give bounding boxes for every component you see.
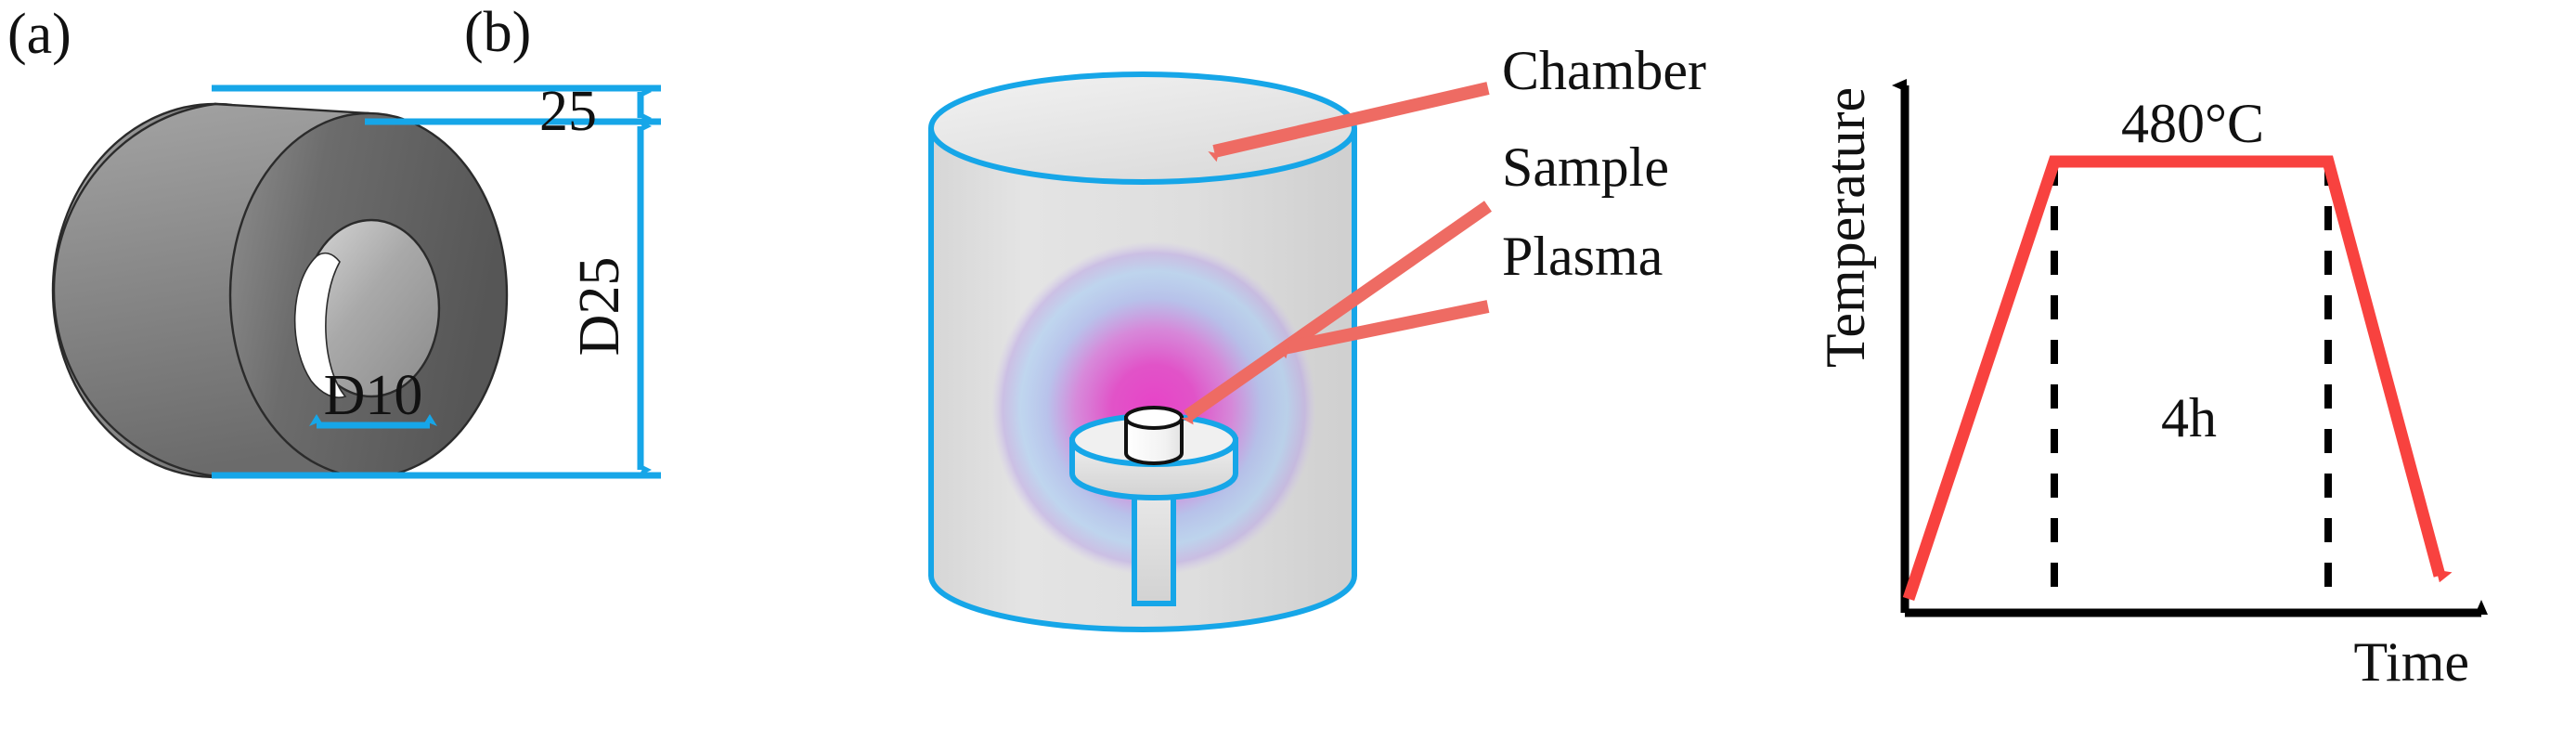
dimension-extension-lines — [212, 84, 661, 125]
chart-y-axis-label: Temperature — [1815, 87, 1876, 368]
dimension-d25: D25 — [212, 120, 661, 479]
d25-label: D25 — [568, 257, 631, 357]
dimension-d10: D10 — [309, 364, 437, 429]
callout-arrow-plasma — [1277, 300, 1490, 359]
panel-a-ring-drawing: D10 25 D25 — [51, 80, 661, 479]
sample-body — [1124, 416, 1184, 465]
temperature-time-chart: Temperature Time 480°C 4h — [1815, 79, 2488, 693]
panel-b-chamber-drawing: Chamber Sample Plasma — [928, 40, 1706, 632]
chart-x-axis-label: Time — [2353, 631, 2469, 693]
hold-duration-label: 4h — [2161, 387, 2217, 448]
callout-label-chamber: Chamber — [1502, 40, 1706, 101]
dimension-25: 25 — [539, 80, 652, 143]
plateau-temperature-label: 480°C — [2121, 93, 2264, 154]
thermal-cycle-curve — [1902, 155, 2453, 602]
callout-label-plasma: Plasma — [1502, 226, 1663, 287]
chamber-outline — [928, 128, 1357, 632]
chamber-top-rim — [928, 71, 1357, 185]
panel-a-letter: (a) — [7, 3, 71, 66]
callout-arrow-sample — [1181, 201, 1493, 425]
thickness-label: 25 — [539, 80, 597, 143]
d10-label: D10 — [324, 364, 423, 427]
callout-arrow-chamber — [1208, 82, 1490, 162]
bore-inner-wall-highlight — [293, 252, 347, 398]
panel-b-letter: (b) — [464, 1, 532, 64]
ring-front-face — [228, 111, 509, 479]
callout-label-sample: Sample — [1502, 136, 1669, 198]
sample-top — [1124, 406, 1184, 430]
